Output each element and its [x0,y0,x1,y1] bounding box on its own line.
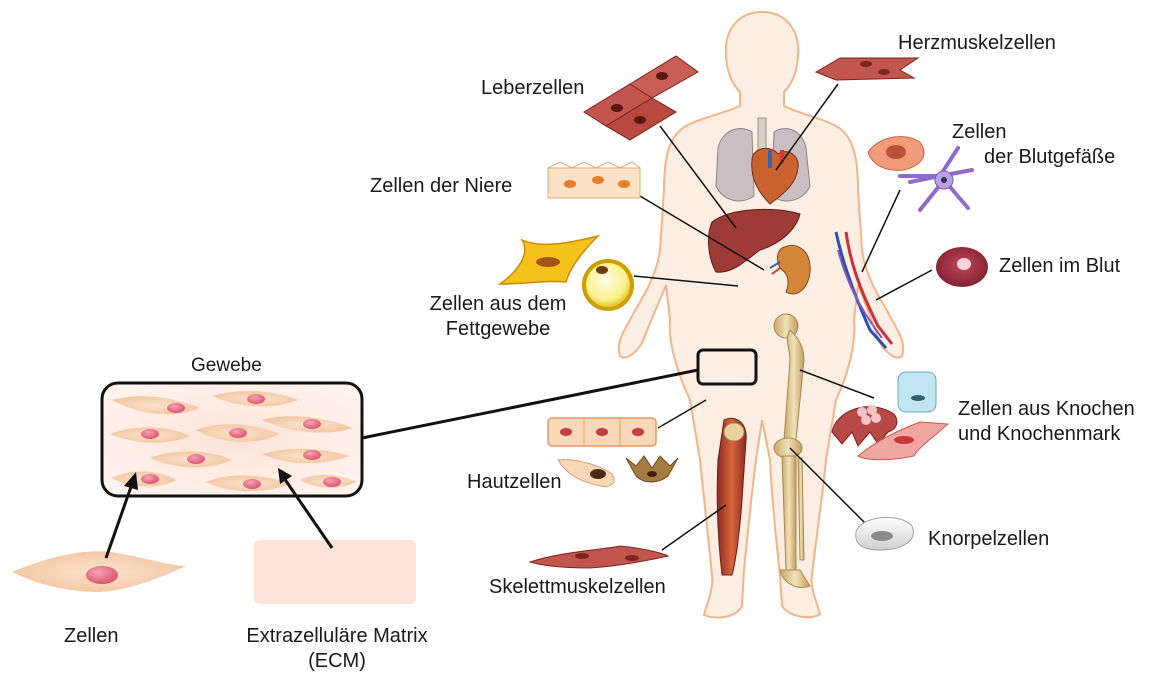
label-kidney-cells: Zellen der Niere [370,174,512,199]
label-blood-vessel-cells-line2: der Blutgefäße [940,145,1150,170]
label-fat-cells: Zellen aus dem Fettgewebe [414,292,582,342]
blood-cell-icon [936,247,988,287]
label-bone-cells-line1: Zellen aus Knochen [958,397,1135,422]
label-blood-vessel-cells-line1: Zellen [940,120,1150,145]
label-ecm-line1: Extrazelluläre Matrix [222,624,452,649]
label-cartilage-cells: Knorpelzellen [928,527,1049,552]
bone-cells-icon [832,372,948,460]
label-fat-cells-line1: Zellen aus dem [414,292,582,317]
label-blood-vessel-cells: Zellen der Blutgefäße [940,120,1150,170]
label-skin-cells: Hautzellen [467,470,562,495]
label-ecm: Extrazelluläre Matrix (ECM) [222,624,452,674]
label-tissue: Gewebe [191,353,262,378]
tissue-box [102,383,362,496]
cartilage-cell-icon [856,517,914,550]
ecm-swatch [254,540,416,604]
label-blood-cells: Zellen im Blut [999,254,1120,279]
kidney-cells-icon [548,162,640,198]
label-liver-cells: Leberzellen [481,76,584,101]
label-bone-cells-line2: und Knochenmark [958,422,1135,447]
heart-muscle-cells-icon [816,58,918,80]
label-cells: Zellen [64,624,118,649]
label-fat-cells-line2: Fettgewebe [414,317,582,342]
label-skeletal-muscle-cells: Skelettmuskelzellen [489,575,666,600]
single-cell-icon [12,551,186,592]
label-bone-cells: Zellen aus Knochen und Knochenmark [958,397,1135,447]
skeletal-muscle-cells-icon [530,546,668,568]
label-ecm-line2: (ECM) [222,649,452,674]
liver-cells-icon [584,56,698,140]
label-heart-muscle-cells: Herzmuskelzellen [898,31,1056,56]
